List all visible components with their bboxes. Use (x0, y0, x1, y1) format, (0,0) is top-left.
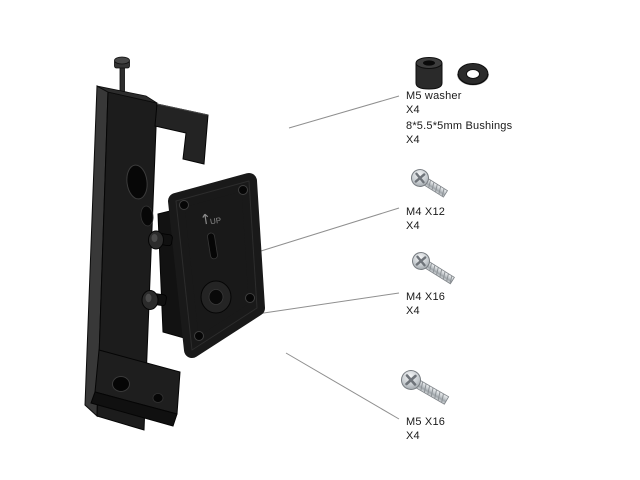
screw-m5x16-icon (401, 370, 450, 405)
connector-line-washer (288, 95, 400, 129)
connector-line-m4x16 (256, 292, 400, 315)
part-name: M5 X16 (406, 416, 446, 428)
connector-lines (256, 95, 400, 420)
tilt-knob-upper (148, 230, 173, 250)
wall-mount-bracket-illustration: UP (84, 56, 265, 431)
part-qty: X4 (406, 219, 420, 232)
part-qty: X4 (406, 103, 420, 116)
part-label-m4x12: M4 X12 X4 (406, 206, 445, 233)
part-qty: X4 (406, 304, 420, 317)
part-label-m4x16: M4 X16 X4 (406, 291, 445, 318)
part-label-m5-washer: M5 washer X4 (406, 90, 462, 117)
top-screw (114, 56, 130, 109)
part-name: M4 X16 (406, 291, 446, 303)
bushing-icon (415, 57, 443, 90)
part-qty: X4 (406, 429, 420, 442)
part-name: M5 washer (406, 90, 462, 102)
part-label-m5x16: M5 X16 X4 (406, 416, 445, 443)
tilt-knob-lower (141, 290, 167, 310)
screw-m4x12-icon (411, 169, 449, 198)
connector-line-m4x12 (260, 207, 400, 252)
washer-icon (457, 63, 489, 86)
part-label-bushings: 8*5.5*5mm Bushings X4 (406, 120, 512, 147)
connector-line-m5x16 (285, 352, 400, 420)
screw-m4x16-icon (412, 252, 455, 285)
up-arrow-icon (202, 213, 209, 225)
plate-up-marking: UP (209, 216, 221, 227)
part-name: M4 X12 (406, 206, 446, 218)
part-name: 8*5.5*5mm Bushings (406, 120, 513, 132)
part-qty: X4 (406, 133, 420, 146)
